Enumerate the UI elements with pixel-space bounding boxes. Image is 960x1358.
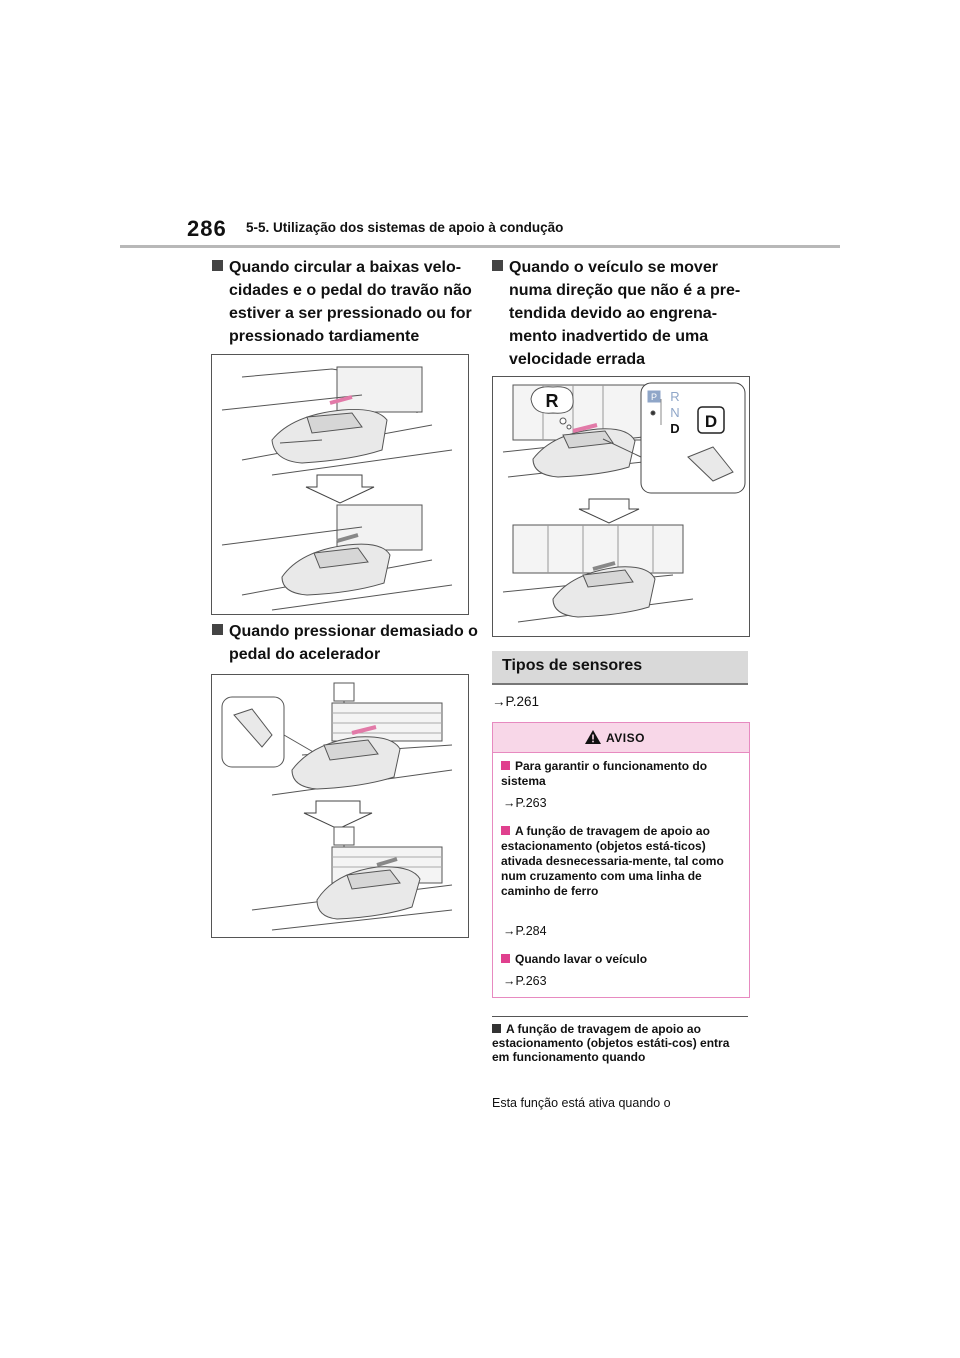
gear-r: R bbox=[670, 389, 679, 404]
bullet-square-icon bbox=[212, 624, 223, 635]
note-body: Esta função está ativa quando o bbox=[492, 1096, 671, 1110]
heading-low-speed: Quando circular a baixas velo-cidades e … bbox=[212, 256, 485, 348]
warning-item-3: Quando lavar o veículo bbox=[501, 952, 741, 967]
bullet-square-icon bbox=[492, 260, 503, 271]
warning-ref-1[interactable]: →P.263 bbox=[503, 796, 547, 810]
figure-accelerator bbox=[211, 674, 469, 938]
sensor-types-heading-box: Tipos de sensores bbox=[492, 651, 748, 685]
gear-bubble-r: R bbox=[546, 391, 559, 411]
gear-n: N bbox=[670, 405, 679, 420]
bullet-square-icon bbox=[501, 761, 510, 770]
warning-triangle-icon bbox=[585, 730, 601, 744]
ref-sensors[interactable]: →P.261 bbox=[492, 694, 540, 709]
wrong-gear-illustration: R P R N D D bbox=[502, 382, 746, 623]
warning-title: AVISO bbox=[606, 731, 645, 745]
note-heading: A função de travagem de apoio ao estacio… bbox=[492, 1022, 748, 1064]
heading-wrong-gear-text: Quando o veículo se mover numa direção q… bbox=[509, 259, 741, 368]
warning-item-3-text: Quando lavar o veículo bbox=[515, 952, 648, 966]
gear-p: P bbox=[651, 392, 657, 402]
header-rule bbox=[120, 245, 840, 248]
bullet-square-icon bbox=[501, 826, 510, 835]
warning-ref-3[interactable]: →P.263 bbox=[503, 974, 547, 988]
parking-car-illustration-2 bbox=[221, 682, 453, 931]
parking-car-illustration-1 bbox=[221, 366, 453, 611]
bullet-square-icon bbox=[212, 260, 223, 271]
note-heading-text: A função de travagem de apoio ao estacio… bbox=[492, 1022, 730, 1064]
gear-selected-d: D bbox=[705, 412, 717, 431]
section-title: 5-5. Utilização dos sistemas de apoio à … bbox=[246, 220, 564, 235]
heading-low-speed-text: Quando circular a baixas velo-cidades e … bbox=[229, 259, 472, 345]
gear-d: D bbox=[670, 421, 679, 436]
note-rule bbox=[492, 1016, 748, 1017]
warning-header: AVISO bbox=[493, 723, 749, 753]
page-number: 286 bbox=[187, 216, 227, 241]
warning-ref-2[interactable]: →P.284 bbox=[503, 924, 547, 938]
bullet-square-icon bbox=[501, 954, 510, 963]
heading-wrong-gear: Quando o veículo se mover numa direção q… bbox=[492, 256, 765, 371]
bullet-square-icon bbox=[492, 1024, 501, 1033]
sensor-types-heading: Tipos de sensores bbox=[502, 657, 643, 674]
warning-item-2-text: A função de travagem de apoio ao estacio… bbox=[501, 824, 724, 898]
warning-box: AVISO Para garantir o funcionamento do s… bbox=[492, 722, 750, 998]
warning-item-1: Para garantir o funcionamento do sistema bbox=[501, 759, 741, 789]
heading-accelerator-text: Quando pressionar demasiado o pedal do a… bbox=[229, 623, 478, 663]
warning-item-2: A função de travagem de apoio ao estacio… bbox=[501, 824, 741, 899]
heading-accelerator: Quando pressionar demasiado o pedal do a… bbox=[212, 620, 485, 666]
warning-item-1-text: Para garantir o funcionamento do sistema bbox=[501, 759, 708, 788]
figure-wrong-gear: R P R N D D bbox=[492, 376, 750, 637]
figure-low-speed bbox=[211, 354, 469, 615]
